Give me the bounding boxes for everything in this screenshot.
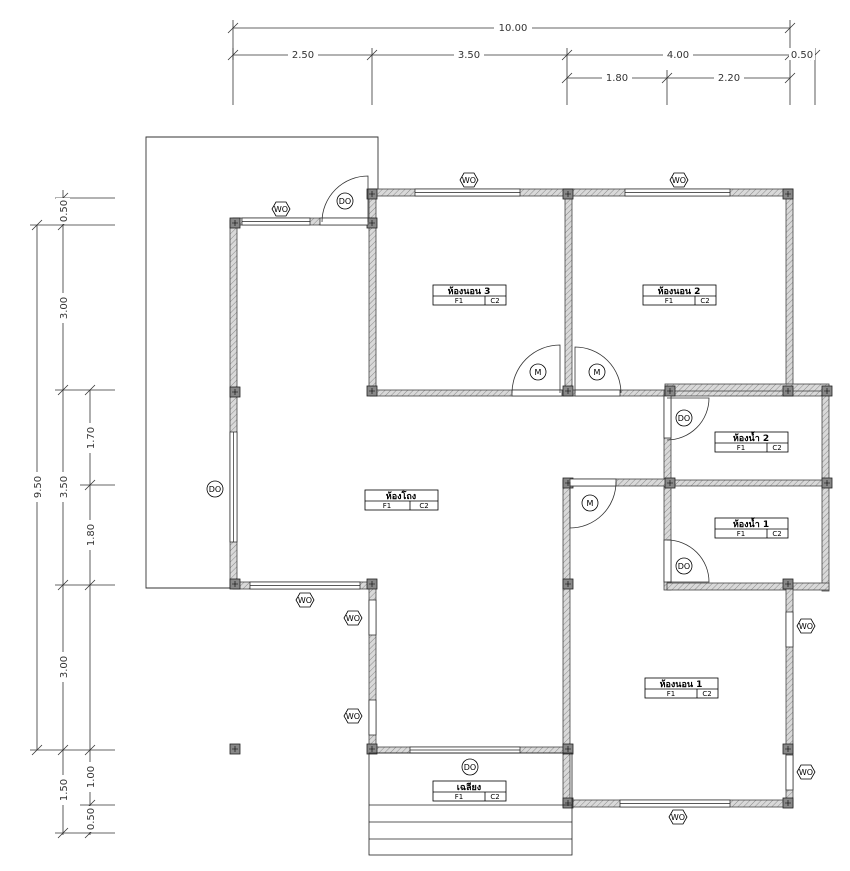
porch-steps (368, 752, 573, 856)
double-door-tag: DO (206, 480, 224, 498)
room-name: ห้องนอน 1 (660, 679, 703, 690)
room-ceiling-code: C2 (490, 793, 499, 801)
room-label-hall: ห้องโถง F1 C2 (364, 489, 439, 511)
dim-top-seg-1: 2.50 (292, 50, 314, 61)
room-floor-code: F1 (667, 690, 675, 698)
room-ceiling-code: C2 (702, 690, 711, 698)
dim-left-seg-2: 3.00 (59, 297, 70, 319)
room-ceiling-code: C2 (772, 530, 781, 538)
window-tag-label: WO (346, 614, 360, 623)
dim-top-seg-3: 4.00 (667, 50, 689, 61)
dim-left-seg-5: 1.50 (59, 779, 70, 801)
room-labels: ห้องนอน 3 F1 C2 ห้องนอน 2 F1 C2 ห้องน้ำ … (364, 284, 789, 802)
window-tag: WO (669, 172, 689, 188)
main-door-tag-label: M (535, 368, 542, 377)
room-ceiling-code: C2 (490, 297, 499, 305)
room-name: ห้องโถง (386, 490, 416, 502)
room-label-bathroom-1: ห้องน้ำ 1 F1 C2 (714, 517, 789, 539)
dim-left-seg-3: 3.50 (59, 476, 70, 498)
double-door-tag-label: DO (209, 485, 221, 494)
dim-top-seg-4: 0.50 (791, 50, 813, 61)
double-door-tag: DO (336, 192, 354, 210)
window-tag: WO (271, 201, 291, 217)
room-floor-code: F1 (737, 444, 745, 452)
main-door-tag: M (588, 363, 606, 381)
window-tag-label: WO (274, 205, 288, 214)
room-floor-code: F1 (383, 502, 391, 510)
room-label-bedroom-2: ห้องนอน 2 F1 C2 (642, 284, 717, 306)
double-door-tag: DO (461, 758, 479, 776)
room-ceiling-code: C2 (772, 444, 781, 452)
room-floor-code: F1 (737, 530, 745, 538)
dim-left-sub-4: 0.50 (86, 808, 97, 830)
room-label-porch: เฉลียง F1 C2 (432, 780, 507, 802)
walls (229, 188, 830, 808)
room-name: ห้องนอน 3 (448, 286, 491, 297)
window-tag: WO (796, 764, 816, 780)
columns (229, 188, 833, 809)
room-floor-code: F1 (665, 297, 673, 305)
double-door-tag-label: DO (464, 763, 476, 772)
double-door-tag-label: DO (678, 562, 690, 571)
room-label-bedroom-1: ห้องนอน 1 F1 C2 (644, 677, 719, 699)
column-crosses (232, 191, 830, 806)
window-tag-label: WO (799, 768, 813, 777)
dim-left-sub-3: 1.00 (86, 766, 97, 788)
dim-left-total: 9.50 (33, 476, 44, 498)
window-tag: WO (295, 592, 315, 608)
room-name: เฉลียง (457, 782, 481, 793)
room-floor-code: F1 (455, 297, 463, 305)
window-tag: WO (459, 172, 479, 188)
main-door-tag: M (581, 494, 599, 512)
main-door-tag-label: M (594, 368, 601, 377)
main-door-tag-label: M (587, 499, 594, 508)
room-floor-code: F1 (455, 793, 463, 801)
top-dimension-labels: 10.00 2.50 3.50 4.00 0.50 1.80 2.20 (288, 21, 815, 84)
doors (319, 175, 710, 583)
double-door-tag: DO (675, 409, 693, 427)
room-name: ห้องน้ำ 2 (733, 431, 769, 444)
windows (229, 188, 794, 808)
window-tag: WO (343, 610, 363, 626)
roof-overhang-outline (145, 136, 379, 589)
dim-top-sub-2: 2.20 (718, 73, 740, 84)
left-dimensions (30, 190, 115, 839)
dim-left-sub-2: 1.80 (86, 524, 97, 546)
window-tags: WO WO WO WO WO WO WO WO (271, 172, 816, 825)
window-tag-label: WO (672, 176, 686, 185)
room-label-bedroom-3: ห้องนอน 3 F1 C2 (432, 284, 507, 306)
door-tags: DO DO DO DO DO M M M (206, 192, 693, 776)
room-ceiling-code: C2 (700, 297, 709, 305)
room-ceiling-code: C2 (419, 502, 428, 510)
window-tag-label: WO (346, 712, 360, 721)
window-tag-label: WO (671, 813, 685, 822)
room-name: ห้องน้ำ 1 (733, 517, 769, 530)
room-label-bathroom-2: ห้องน้ำ 2 F1 C2 (714, 431, 789, 453)
window-tag-label: WO (298, 596, 312, 605)
window-tag: WO (668, 809, 688, 825)
double-door-tag-label: DO (678, 414, 690, 423)
window-tag-label: WO (799, 622, 813, 631)
dim-left-seg-1: 0.50 (59, 200, 70, 222)
dim-left-sub-1: 1.70 (86, 427, 97, 449)
dim-top-seg-2: 3.50 (458, 50, 480, 61)
double-door-tag: DO (675, 557, 693, 575)
room-name: ห้องนอน 2 (658, 286, 701, 297)
dim-top-sub-1: 1.80 (606, 73, 628, 84)
window-tag: WO (343, 708, 363, 724)
main-door-tag: M (529, 363, 547, 381)
dim-top-total: 10.00 (499, 23, 528, 34)
left-dimension-labels: 9.50 0.50 3.00 3.50 3.00 1.50 1.70 1.80 … (30, 198, 97, 832)
window-tag: WO (796, 618, 816, 634)
double-door-tag-label: DO (339, 197, 351, 206)
dim-left-seg-4: 3.00 (59, 656, 70, 678)
window-tag-label: WO (462, 176, 476, 185)
